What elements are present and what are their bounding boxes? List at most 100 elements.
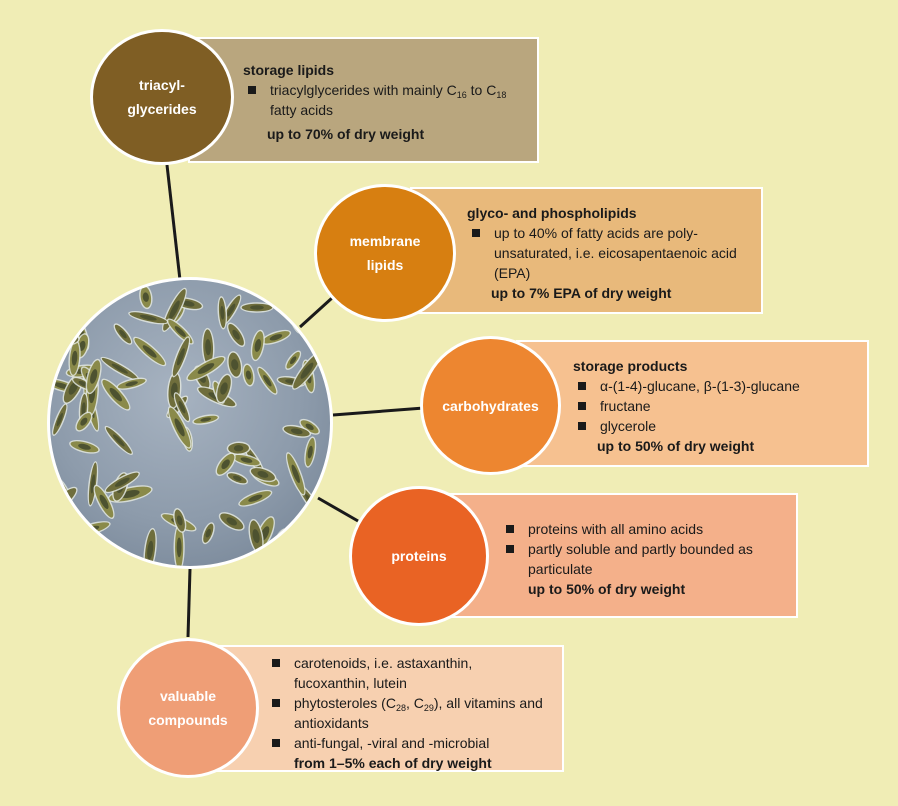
proteins-info-box: proteins with all amino acids partly sol…	[446, 493, 798, 618]
membrane-lipids-info-box: glyco- and phospholipids up to 40% of fa…	[410, 187, 763, 314]
algae-cell	[100, 356, 140, 381]
algae-cell	[101, 378, 131, 411]
carbohydrates-summary: up to 50% of dry weight	[597, 438, 755, 454]
algae-cell	[173, 508, 187, 533]
bullet-text-line-1: carotenoids, i.e. astaxanthin,	[294, 655, 473, 671]
algae-cell	[257, 366, 278, 395]
algae-cell	[227, 351, 243, 379]
algae-cell	[201, 522, 215, 545]
bullet-square-icon	[578, 402, 586, 410]
algae-cell	[240, 302, 274, 313]
algae-cell	[171, 336, 191, 378]
algae-cell	[201, 327, 215, 367]
connector-proteins	[317, 496, 359, 523]
connector-triacylglycerides	[165, 164, 182, 281]
triacylglycerides-label-line-1: triacyl-	[139, 77, 185, 93]
bullet-text: anti-fungal, -viral and -microbial	[294, 735, 490, 751]
algae-cell	[282, 424, 312, 438]
algae-cell	[87, 461, 99, 507]
valuable-compounds-label-line-1: valuable	[159, 688, 217, 704]
algae-cell	[215, 452, 236, 476]
bullet-square-icon	[248, 86, 256, 94]
membrane-lipids-label-line-2: lipids	[366, 257, 404, 273]
algae-cell	[304, 436, 317, 468]
membrane-lipids-summary: up to 7% EPA of dry weight	[491, 285, 672, 301]
algae-cell	[215, 373, 233, 404]
bullet-text: proteins with all amino acids	[528, 521, 704, 537]
triacylglycerides-info-box: storage lipids triacylglycerides with ma…	[188, 37, 539, 163]
carbohydrates-circle: carbohydrates	[420, 336, 561, 475]
bullet-square-icon	[506, 525, 514, 533]
bullet-square-icon	[578, 382, 586, 390]
bullet-square-icon	[272, 739, 280, 747]
algae-cell	[167, 406, 192, 449]
algae-cell	[166, 318, 194, 345]
bullet-text: triacylglycerides with mainly C16 to C18	[270, 82, 507, 100]
algae-cell	[249, 466, 277, 483]
carbohydrates-label: carbohydrates	[442, 397, 539, 414]
connector-carbohydrates	[332, 406, 425, 417]
algae-cell	[186, 355, 226, 382]
algae-cell	[217, 296, 228, 330]
bullet-square-icon	[578, 422, 586, 430]
algae-cell	[250, 329, 265, 362]
connector-valuable-compounds	[186, 568, 192, 638]
algae-cell	[285, 452, 306, 496]
algae-cell	[68, 340, 81, 377]
algae-cell	[238, 489, 273, 507]
bullet-text: glycerole	[600, 418, 657, 434]
bullet-text: α-(1-4)-glucane, β-(1-3)-glucane	[600, 378, 800, 394]
connector-membrane-lipids	[298, 296, 334, 329]
carbohydrates-heading: storage products	[573, 358, 688, 374]
triacylglycerides-summary: up to 70% of dry weight	[267, 126, 425, 142]
bullet-text: phytosteroles (C28, C29), all vitamins a…	[294, 695, 543, 713]
algae-cell	[226, 441, 251, 456]
bullet-square-icon	[506, 545, 514, 553]
bullet-text-line-2: particulate	[528, 561, 593, 577]
bullet-square-icon	[272, 699, 280, 707]
valuable-compounds-label-line-2: compounds	[148, 712, 228, 728]
algae-cell	[248, 518, 264, 554]
algae-cell	[173, 392, 191, 423]
algae-cell	[226, 322, 246, 347]
triacylglycerides-label-line-2: glycerides	[127, 101, 197, 117]
bullet-square-icon	[472, 229, 480, 237]
bullet-text-line-1: partly soluble and partly bounded as	[528, 541, 753, 557]
algae-cell	[260, 329, 292, 345]
bullet-text-line-3: (EPA)	[494, 265, 531, 281]
carbohydrates-info-box: storage products α-(1-4)-glucane, β-(1-3…	[516, 340, 869, 467]
bullet-text-line-1: up to 40% of fatty acids are poly-	[494, 225, 698, 241]
microalgae-micrograph-icon	[47, 277, 333, 569]
algae-cell	[143, 527, 157, 566]
bullet-text-line-2: unsaturated, i.e. eicosapentaenoic acid	[494, 245, 737, 261]
algae-cell	[192, 414, 220, 425]
algae-cell	[75, 411, 93, 432]
valuable-compounds-circle: valuable compounds	[117, 638, 259, 778]
algae-cell	[226, 471, 249, 485]
triacylglycerides-heading: storage lipids	[243, 62, 335, 78]
algae-cell	[139, 285, 153, 310]
membrane-lipids-heading: glyco- and phospholipids	[467, 205, 637, 221]
proteins-circle: proteins	[349, 486, 489, 626]
algae-cell	[69, 439, 100, 454]
valuable-compounds-summary: from 1–5% each of dry weight	[294, 755, 492, 771]
proteins-label: proteins	[391, 548, 447, 564]
algae-cell	[231, 453, 262, 467]
algae-cell	[85, 358, 102, 395]
algae-cell	[104, 425, 133, 455]
algae-cell	[299, 418, 320, 435]
algae-cell	[285, 350, 302, 370]
triacylglycerides-circle: triacyl-glycerides	[90, 29, 234, 165]
bullet-text-line-2: antioxidants	[294, 715, 369, 731]
algae-cell	[218, 512, 245, 531]
algae-cell	[133, 336, 167, 367]
bullet-square-icon	[272, 659, 280, 667]
bullet-text: fructane	[600, 398, 651, 414]
algae-cell	[93, 484, 115, 519]
algae-cell	[173, 523, 185, 566]
proteins-summary: up to 50% of dry weight	[528, 581, 686, 597]
algae-cell	[113, 323, 133, 345]
algae-cell	[116, 377, 147, 390]
